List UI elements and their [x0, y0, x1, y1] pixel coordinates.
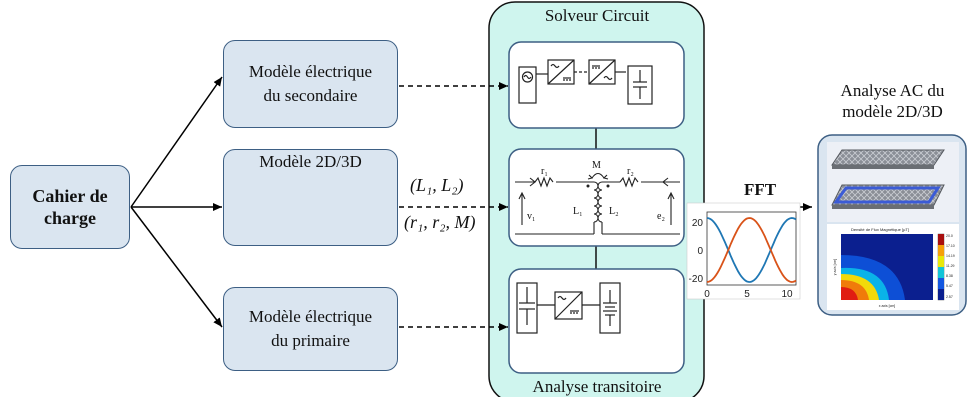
time-plot: 20 0 -20 0 5 10 — [686, 202, 801, 300]
cbar-5: 5.47 — [946, 284, 953, 288]
solver-title: Solveur Circuit — [544, 6, 650, 25]
params-bottom: (r₁, r₂, M) — [404, 212, 476, 232]
primaire-line2: du primaire — [271, 331, 350, 350]
arrow-to-secondaire — [130, 76, 223, 208]
cahier-box: Cahier de charge — [10, 165, 130, 249]
secondaire-line1: Modèle électrique — [248, 62, 373, 81]
plot-curves — [706, 217, 797, 283]
circuit-r1: r₁ — [541, 166, 548, 177]
arrow-to-primaire — [130, 206, 223, 328]
ac-title-line2: modèle 2D/3D — [842, 102, 943, 121]
panel-secondary-converters — [508, 41, 685, 129]
dot-primary — [586, 184, 590, 188]
xtick-10: 10 — [781, 289, 793, 300]
circuit-e2: e₂ — [657, 211, 665, 222]
params-top: (L₁, L₂) — [410, 175, 464, 195]
cbar-3: 11.29 — [946, 264, 955, 268]
cbar-0: 20.0 — [946, 234, 953, 238]
xtick-0: 0 — [704, 289, 710, 300]
dot-secondary — [606, 184, 610, 188]
circuit-m: M — [592, 160, 601, 171]
cahier-line2: charge — [44, 208, 96, 228]
circuit-v1: v₁ — [527, 211, 536, 222]
primaire-line1: Modèle électrique — [248, 307, 373, 326]
heatmap-title: Densité de Flux Magnétique [µT] — [851, 227, 909, 232]
primary-converter-chain — [516, 282, 621, 334]
secondaire-box: Modèle électrique du secondaire — [223, 40, 398, 128]
ac-title: Analyse AC du modèle 2D/3D — [820, 80, 965, 122]
flux-heatmap: Densité de Flux Magnétique [µT] 20.0 17.… — [827, 224, 959, 310]
modele3d-box: Modèle 2D/3D — [223, 149, 398, 246]
ac-3d-illustration — [827, 142, 959, 222]
solver-bottom-label: Analyse transitoire — [532, 377, 662, 396]
cbar-2: 14.19 — [946, 254, 955, 258]
ytick-20: 20 — [692, 218, 704, 229]
circuit-l2: L₂ — [609, 206, 619, 217]
cbar-1: 17.10 — [946, 244, 955, 248]
coupled-circuit-drawing — [515, 172, 680, 235]
panel-primary-converters — [508, 268, 685, 374]
heatmap-ylabel: y axis [cm] — [833, 259, 837, 276]
fft-label: FFT — [744, 180, 777, 199]
ytick-0: 0 — [697, 246, 703, 257]
circuit-r2: r₂ — [627, 166, 634, 177]
modele3d-title: Modèle 2D/3D — [259, 152, 362, 171]
converter-chain — [518, 59, 653, 105]
plot-series-1 — [706, 217, 797, 283]
heatmap-xlabel: x axis [cm] — [879, 304, 896, 308]
secondaire-line2: du secondaire — [263, 86, 358, 105]
cahier-line1: Cahier de — [32, 186, 108, 206]
cbar-4: 8.38 — [946, 274, 953, 278]
primaire-box: Modèle électrique du primaire — [223, 287, 398, 371]
plot-series-0 — [706, 217, 797, 283]
ac-title-line1: Analyse AC du — [840, 81, 945, 100]
ytick-neg20: -20 — [689, 274, 704, 285]
cbar-6: 2.57 — [946, 295, 953, 299]
circuit-l1: L₁ — [573, 206, 583, 217]
xtick-5: 5 — [744, 289, 750, 300]
